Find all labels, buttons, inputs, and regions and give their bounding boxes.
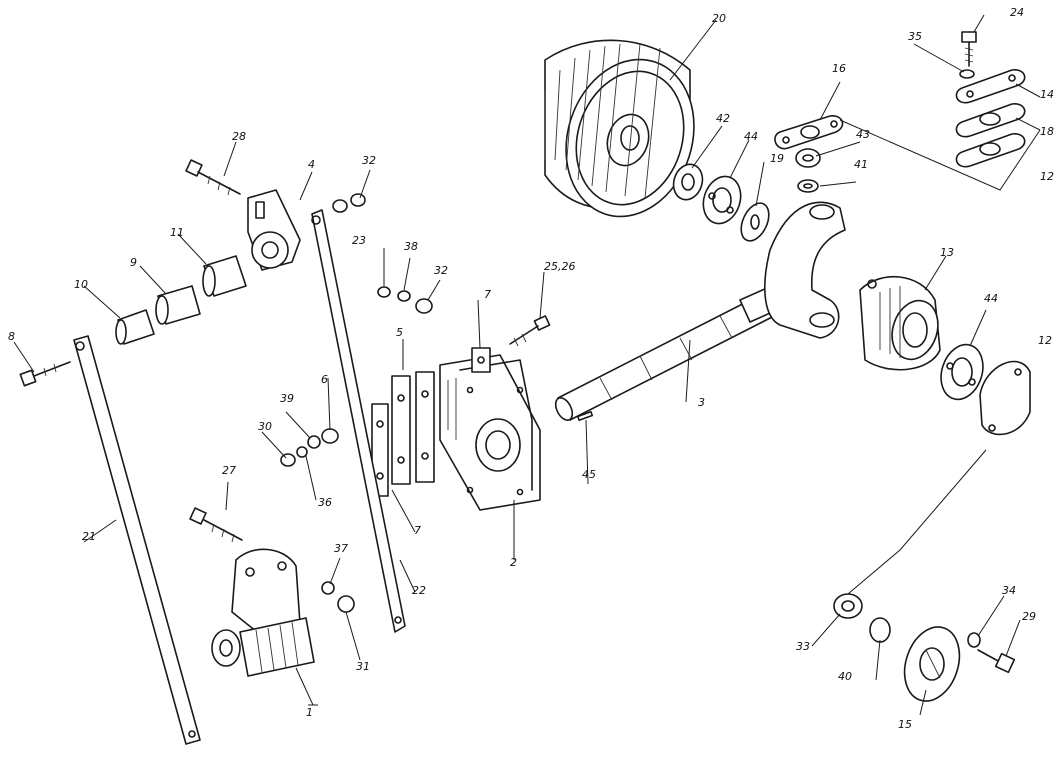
washer-37 [321,581,335,595]
sleeve-10 [115,309,155,345]
bearing-42 [672,163,704,201]
bolt-8 [19,361,71,387]
label-30: 30 [258,420,272,433]
label-12a: 12 [1040,170,1054,183]
washer-23 [377,286,391,298]
washer-19 [740,202,770,242]
label-37: 37 [334,542,348,555]
shaft-3 [554,283,787,421]
washer-34 [967,632,981,648]
label-33: 33 [796,640,810,653]
nut-33 [833,593,863,619]
washer-39 [307,435,321,449]
label-18: 18 [1040,125,1054,138]
label-8: 8 [8,330,15,343]
bearing-44-lower [940,343,984,401]
label-39: 39 [280,392,294,405]
label-2: 2 [510,556,517,569]
label-43: 43 [856,128,870,141]
label-22: 22 [412,584,426,597]
label-14: 14 [1040,88,1054,101]
bolts-25-26 [509,315,551,347]
label-32b: 32 [434,264,448,277]
bearing-44-upper [702,175,742,225]
label-31: 31 [356,660,370,673]
flange-housing-2 [439,354,541,511]
label-42: 42 [716,112,730,125]
label-13: 13 [940,246,954,259]
label-38: 38 [404,240,418,253]
label-12b: 12 [1038,334,1052,347]
washer-36 [296,446,308,458]
label-25-26: 25,26 [544,260,576,273]
bracket-7-top [471,347,491,373]
label-36: 36 [318,496,332,509]
bar-21 [73,335,201,745]
bolt-27 [189,507,243,543]
washer-38 [397,290,411,302]
fork-lever [764,201,846,339]
label-6: 6 [321,373,328,386]
label-5: 5 [396,326,403,339]
gasket-12 [979,360,1031,436]
plate-7-lower [371,403,389,497]
label-21: 21 [82,530,96,543]
label-34: 34 [1002,584,1016,597]
label-15: 15 [898,718,912,731]
label-44a: 44 [744,130,758,143]
nuts-32-upper [332,193,366,213]
label-32a: 32 [362,154,376,167]
label-10: 10 [74,278,88,291]
bolt-24 [961,31,977,67]
plate-17 [955,133,1026,168]
nut-31 [337,595,355,613]
nut-30 [280,453,296,467]
cap-15 [903,626,961,702]
leader-lines [13,14,1041,716]
label-9: 9 [130,256,137,269]
label-44b: 44 [984,292,998,305]
plate-14 [955,69,1026,104]
label-24: 24 [1010,6,1024,19]
lever-22 [311,209,406,633]
pulley-drum-20 [544,39,695,218]
label-7b: 7 [414,524,421,537]
bracket-4 [247,189,301,271]
label-16: 16 [832,62,846,75]
ring-40 [869,617,891,643]
plate-16 [774,115,844,150]
label-1: 1 [306,706,313,719]
label-28: 28 [232,130,246,143]
plate-5 [391,371,435,485]
label-11: 11 [170,226,184,239]
ring-41 [797,179,819,193]
plate-18 [955,103,1026,138]
label-3: 3 [698,396,705,409]
washer-6 [321,428,339,444]
part-labels: 1 2 3 4 5 6 7 7 8 9 10 11 12 12 13 14 15… [8,6,1054,731]
bolt-28 [185,159,241,196]
label-7a: 7 [484,288,491,301]
label-23: 23 [352,234,366,247]
sleeve-9 [155,285,201,325]
bolt-29 [977,649,1016,674]
housing-13 [859,275,941,371]
label-19: 19 [770,152,784,165]
label-20: 20 [712,12,726,25]
label-27: 27 [222,464,236,477]
label-35: 35 [908,30,922,43]
pin-45 [576,410,594,422]
label-40: 40 [838,670,852,683]
sleeve-11 [202,255,247,297]
bracket-1 [211,548,315,677]
label-45: 45 [582,468,596,481]
label-4: 4 [308,158,315,171]
bearing-43 [795,148,821,168]
label-29: 29 [1022,610,1036,623]
label-41: 41 [854,158,868,171]
nut-32-lower [415,298,433,314]
